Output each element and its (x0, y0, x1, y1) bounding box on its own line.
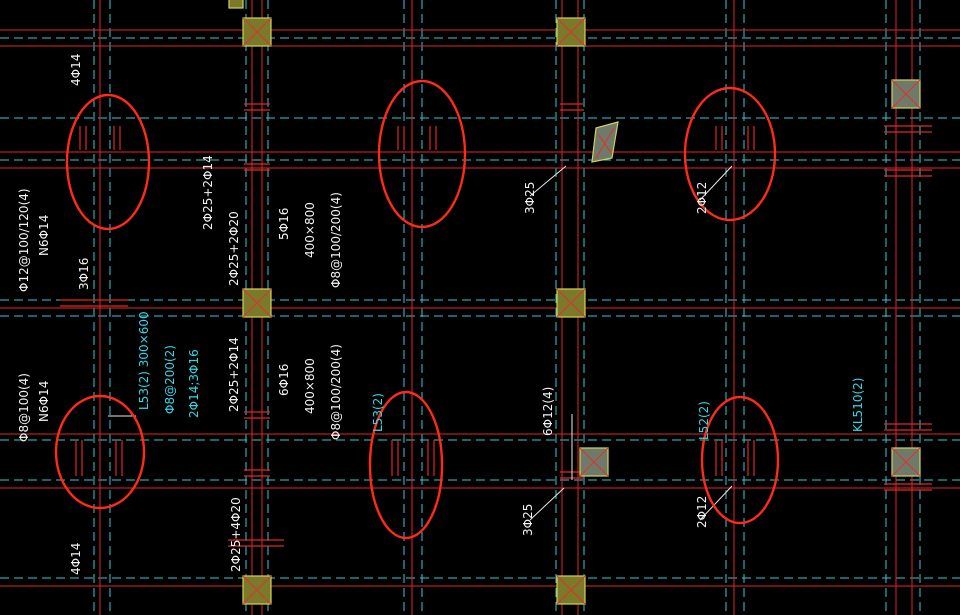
annotation: 4Φ14 (69, 54, 83, 86)
highlight-ring[interactable] (54, 394, 146, 510)
annotation: 2Φ14;3Φ16 (187, 349, 201, 418)
pier[interactable] (579, 447, 609, 477)
highlight-ring[interactable] (65, 93, 151, 231)
annotation: 3Φ25 (521, 504, 535, 536)
column[interactable] (242, 575, 272, 605)
annotation: N6Φ14 (37, 215, 51, 256)
annotation: KL510(2) (851, 378, 865, 432)
annotation: Φ8@200(2) (163, 345, 177, 414)
annotation: 3Φ25 (523, 182, 537, 214)
highlight-ring[interactable] (700, 395, 780, 525)
column[interactable] (242, 288, 272, 318)
annotation: L53(2) 300×600 (137, 311, 151, 410)
annotation: 6Φ12(4) (541, 387, 555, 436)
annotation: L52(2) (697, 401, 711, 440)
stirrup-ticks (60, 103, 932, 547)
annotation: 2Φ25+2Φ20 (227, 211, 241, 286)
annotation: Φ12@100/120(4) (17, 188, 31, 292)
columns (228, 0, 921, 605)
annotation: 5Φ16 (277, 208, 291, 240)
annotation: 400×800 (303, 202, 317, 258)
highlight-rings (54, 79, 780, 540)
annotation: Φ8@100(4) (17, 373, 31, 442)
annotation: 6Φ16 (277, 364, 291, 396)
annotation: 4Φ14 (69, 543, 83, 575)
annotation: 2Φ12 (695, 496, 709, 528)
annotation: L53(2) (371, 393, 385, 432)
annotation: N6Φ14 (37, 381, 51, 422)
pier[interactable] (891, 447, 921, 477)
column[interactable] (556, 17, 586, 47)
annotation: 2Φ25+2Φ14 (201, 155, 215, 230)
annotations: 4Φ14 Φ12@100/120(4) N6Φ14 3Φ16 Φ8@100(4)… (17, 54, 865, 575)
highlight-ring[interactable] (368, 390, 444, 540)
highlight-ring[interactable] (377, 79, 467, 229)
column[interactable] (556, 575, 586, 605)
leader-lines (108, 165, 733, 521)
pier[interactable] (591, 121, 619, 163)
column[interactable] (242, 17, 272, 47)
highlight-ring[interactable] (683, 86, 777, 222)
annotation: Φ8@100/200(4) (329, 344, 343, 440)
annotation: Φ8@100/200(4) (329, 192, 343, 288)
annotation: 400×800 (303, 358, 317, 414)
annotation: 2Φ25+4Φ20 (229, 497, 243, 572)
annotation: 3Φ16 (77, 258, 91, 290)
column[interactable] (556, 288, 586, 318)
annotation: 2Φ12 (695, 182, 709, 214)
pier[interactable] (891, 79, 921, 109)
annotation: 2Φ25+2Φ14 (227, 337, 241, 412)
column[interactable] (228, 0, 244, 9)
